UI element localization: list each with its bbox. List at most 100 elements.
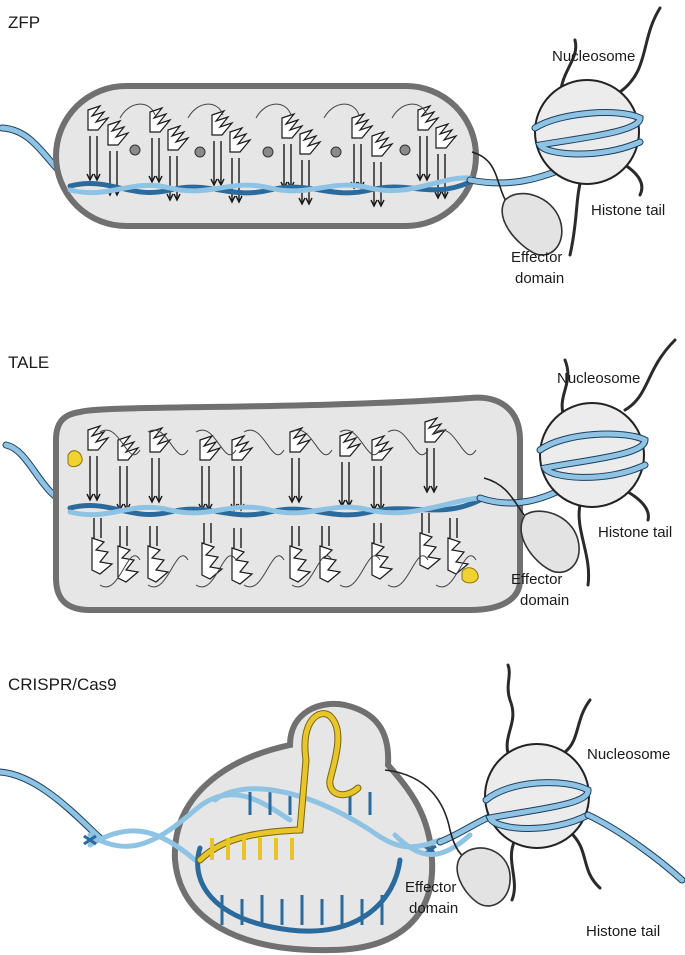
tale-dna-helix [67,495,483,518]
tale-linker-top-3 [195,429,237,456]
tale-nucleosome-label: Nucleosome [557,370,640,387]
zinc-finger-7-helix [281,112,304,139]
tale-nucleosome [536,338,677,587]
crispr-histone-tail-top-right [563,698,592,754]
crispr-guide-rna [196,710,362,864]
zfp-effector-label-line2: domain [515,270,564,287]
zinc-finger-6-arrow-b [235,195,243,204]
crispr-dna-twist-1 [83,834,97,846]
tale-linker-bottom-1 [99,555,141,588]
tale-marker-c-terminal [461,567,479,584]
zinc-ion-5 [399,144,411,156]
zfp-zinc-fingers [86,103,458,208]
zinc-finger-10-helix [371,130,394,157]
zinc-finger-6-arrow-a [228,195,236,204]
tale-repeat-top-7-helix [339,430,362,457]
tale-linker-top-7 [387,429,429,456]
zinc-finger-4-arrow-a [166,193,174,202]
zinc-finger-4-arrow-b [173,193,181,202]
zfp-effector-label-line1: Effector [511,249,562,266]
tale-histone-core [539,402,645,508]
tale-repeat-top-1-arrow-a [86,493,94,502]
tale-linker-bottom-8 [435,555,477,588]
zfp-dna-helix [67,175,473,196]
zinc-finger-8-arrow-b [305,197,313,206]
zinc-finger-1 [86,104,110,182]
zfp-histone-tail-top-right [618,6,662,94]
zinc-finger-6-helix [229,126,252,153]
zinc-finger-7 [280,112,304,190]
crispr-dna-right-strand-a [392,832,473,857]
tale-repeat-top-2-helix [117,434,140,461]
crispr-dna-left [0,769,103,841]
zinc-finger-10-arrow-a [370,199,378,208]
zinc-finger-2-helix [107,119,130,146]
zinc-finger-4-helix [167,124,190,151]
zinc-finger-8-arrow-a [298,197,306,206]
zinc-finger-8-helix [299,128,322,155]
tale-linker-top-8 [435,429,477,456]
zinc-finger-5-arrow-a [210,178,218,187]
zfp-dna-strand-light [67,175,473,196]
zfp-histone-core [534,79,640,185]
tale-repeat-top-1-arrow-b [93,493,101,502]
tale-repeat-bottom-9 [419,513,442,570]
zfp-title: ZFP [8,13,40,32]
tale-repeat-bottom-4-helix [201,542,224,580]
tale-panel: TALE Nucleosome Histone tail Effector [2,338,677,613]
zinc-ion-3 [262,146,274,158]
crispr-nucleosome-label: Nucleosome [587,746,670,763]
tale-repeat-bottom-5-helix [231,547,254,585]
zinc-finger-5 [210,109,234,187]
tale-repeat-bottom-4 [201,523,224,580]
tale-repeat-top-4-helix [199,434,222,461]
tale-repeat-bottom-7-helix [319,545,342,583]
tale-repeat-top-6 [288,426,312,504]
tale-linker-bottom-3 [195,555,237,588]
crispr-histone-tail-bottom-right [568,830,602,890]
zfp-linker-5 [391,103,428,119]
guide-rna [197,711,361,863]
tale-linker-bottom-6 [339,555,381,588]
zinc-ion-1 [129,144,141,156]
tale-repeat-top-1-helix [87,424,110,451]
zinc-finger-9-helix [351,112,374,139]
zinc-finger-10-arrow-b [377,199,385,208]
zinc-finger-12-helix [435,122,458,149]
tale-histone-tail-bottom-left [577,503,591,587]
zfp-histone-tail-bottom-left [568,173,584,257]
tale-repeat-bottom-3-helix [147,545,170,583]
tale-effector-domain [520,510,580,574]
crispr-dna-lower-strand-left [87,828,198,863]
tale-linker-bottom-7 [387,555,429,588]
tale-linker-top-2 [147,429,189,456]
tale-linker-bottom-5 [291,555,333,588]
tale-repeat-bottom-8-helix [371,542,394,580]
zfp-linker-3 [255,103,292,119]
tale-repeat-top-6-helix [289,426,312,453]
zinc-finger-12-arrow-b [441,191,449,200]
tale-repeat-bottom-8 [371,523,394,580]
tale-repeat-bottom-3 [147,526,170,583]
crispr-title: CRISPR/Cas9 [8,675,117,694]
tale-repeat-bottom-2-helix [117,545,140,583]
zinc-finger-1-arrow-b [93,173,101,182]
zinc-finger-5-helix [211,109,234,136]
tale-repeat-top-7 [338,430,362,508]
crispr-histone-tail-label: Histone tail [586,923,660,940]
tale-repeat-top-9 [423,416,447,494]
zfp-nucleosome [531,6,662,257]
zinc-finger-1-helix [87,104,110,131]
crispr-histone-tail-top-left [505,663,515,762]
zinc-finger-12-arrow-a [434,191,442,200]
crispr-dna-exit [585,812,685,883]
tale-repeats-top [86,416,477,512]
crispr-panel: CRISPR/Cas9 [0,663,685,954]
tale-repeat-top-1 [86,424,110,502]
tale-histone-tail-top-right [623,338,677,412]
zinc-finger-3-arrow-b [155,175,163,184]
tale-histone-tail-label: Histone tail [598,524,672,541]
tale-repeat-top-9-arrow-b [430,485,438,494]
zinc-finger-3-arrow-a [148,175,156,184]
